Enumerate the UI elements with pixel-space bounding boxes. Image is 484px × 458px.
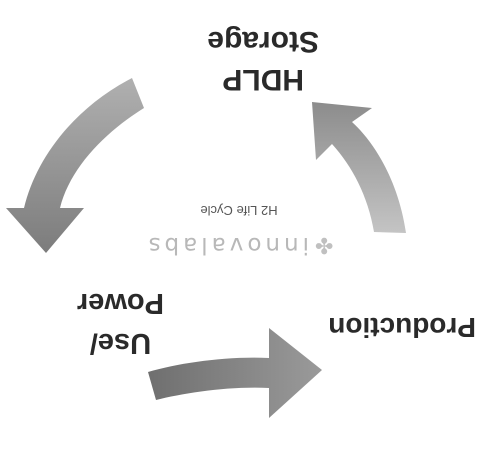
molecule-icon: ✤ — [310, 232, 334, 257]
stage-label-use: Use/ Power — [77, 283, 164, 363]
stage-label-storage: HDLP Storage — [207, 22, 319, 98]
arrow-bottom-shape — [148, 328, 322, 418]
brand-logo: ✤innovalabs — [124, 232, 354, 258]
stage-label-storage-line2: Storage — [207, 25, 319, 58]
arrow-right-shape — [6, 78, 144, 253]
stage-label-storage-line1: HDLP — [222, 63, 304, 96]
brand-name: innovalabs — [144, 232, 309, 258]
diagram-title: H2 Life Cycle — [200, 203, 278, 218]
arrow-left-shape — [312, 102, 406, 233]
stage-label-use-line1: Use/ — [89, 327, 152, 359]
stage-label-production: Production — [328, 312, 476, 343]
stage-label-use-line2: Power — [76, 287, 164, 319]
